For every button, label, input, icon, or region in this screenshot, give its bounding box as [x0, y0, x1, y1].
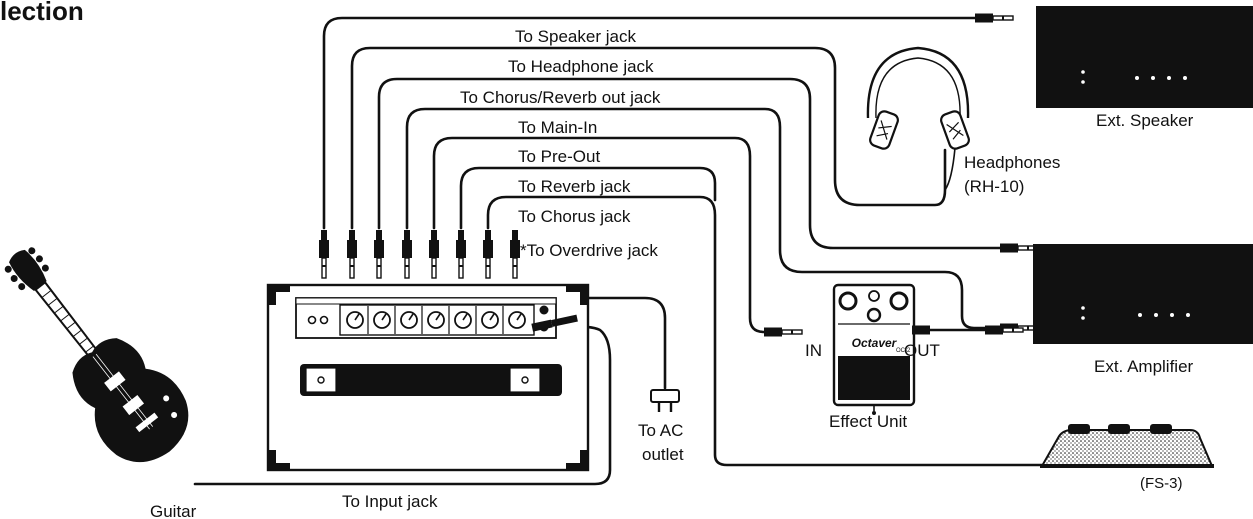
- label-headphone-jack: To Headphone jack: [508, 57, 654, 76]
- diagram-title: lection: [0, 0, 84, 26]
- label-guitar: Guitar: [150, 502, 197, 519]
- cable-ac: [578, 296, 667, 390]
- cable-headphone: [350, 46, 947, 230]
- power-switch: [539, 305, 549, 315]
- label-ext-speaker: Ext. Speaker: [1096, 111, 1194, 130]
- guitar-icon: [4, 247, 189, 463]
- amplifier: [266, 283, 590, 472]
- cable-pre-out: [432, 136, 803, 338]
- label-headphones: Headphones: [964, 153, 1060, 172]
- label-pre-out: To Pre-Out: [518, 147, 600, 166]
- label-chorus-reverb-out-jack: To Chorus/Reverb out jack: [460, 88, 661, 107]
- ext-speaker-box: [1036, 6, 1253, 108]
- label-footswitch: (FS-3): [1140, 475, 1183, 492]
- amp-plugs: [318, 229, 521, 279]
- amp-handle: [300, 364, 562, 396]
- effect-model: OC-2: [896, 348, 911, 354]
- label-chorus-jack: To Chorus jack: [518, 207, 631, 226]
- label-headphones-model: (RH-10): [964, 177, 1024, 196]
- input-jacks: [307, 315, 329, 325]
- cable-chorus: [486, 195, 1044, 467]
- label-effect-out: OUT: [904, 341, 940, 360]
- label-outlet: outlet: [642, 445, 684, 464]
- label-main-in: To Main-In: [518, 118, 597, 137]
- label-overdrive-jack: *To Overdrive jack: [520, 241, 658, 260]
- label-to-ac: To AC: [638, 421, 683, 440]
- footswitch-pedal: [1040, 424, 1214, 468]
- label-effect-in: IN: [805, 341, 822, 360]
- label-effect-unit: Effect Unit: [829, 412, 907, 431]
- ac-plug-icon: [650, 389, 680, 412]
- cable-chorus-reverb-out: [377, 77, 1039, 254]
- effect-unit-pedal: Octaver OC-2: [832, 283, 1024, 415]
- label-reverb-jack: To Reverb jack: [518, 177, 631, 196]
- cable-speaker: [322, 12, 1014, 230]
- cable-main-in: [405, 107, 1039, 334]
- cable-reverb: [459, 166, 717, 230]
- ext-amplifier-box: [1033, 244, 1253, 344]
- headphones-icon: [866, 46, 970, 191]
- effect-brand: Octaver: [852, 336, 898, 350]
- label-input-jack: To Input jack: [342, 492, 438, 511]
- amp-knobs: [339, 304, 535, 336]
- label-speaker-jack: To Speaker jack: [515, 27, 636, 46]
- label-ext-amplifier: Ext. Amplifier: [1094, 357, 1194, 376]
